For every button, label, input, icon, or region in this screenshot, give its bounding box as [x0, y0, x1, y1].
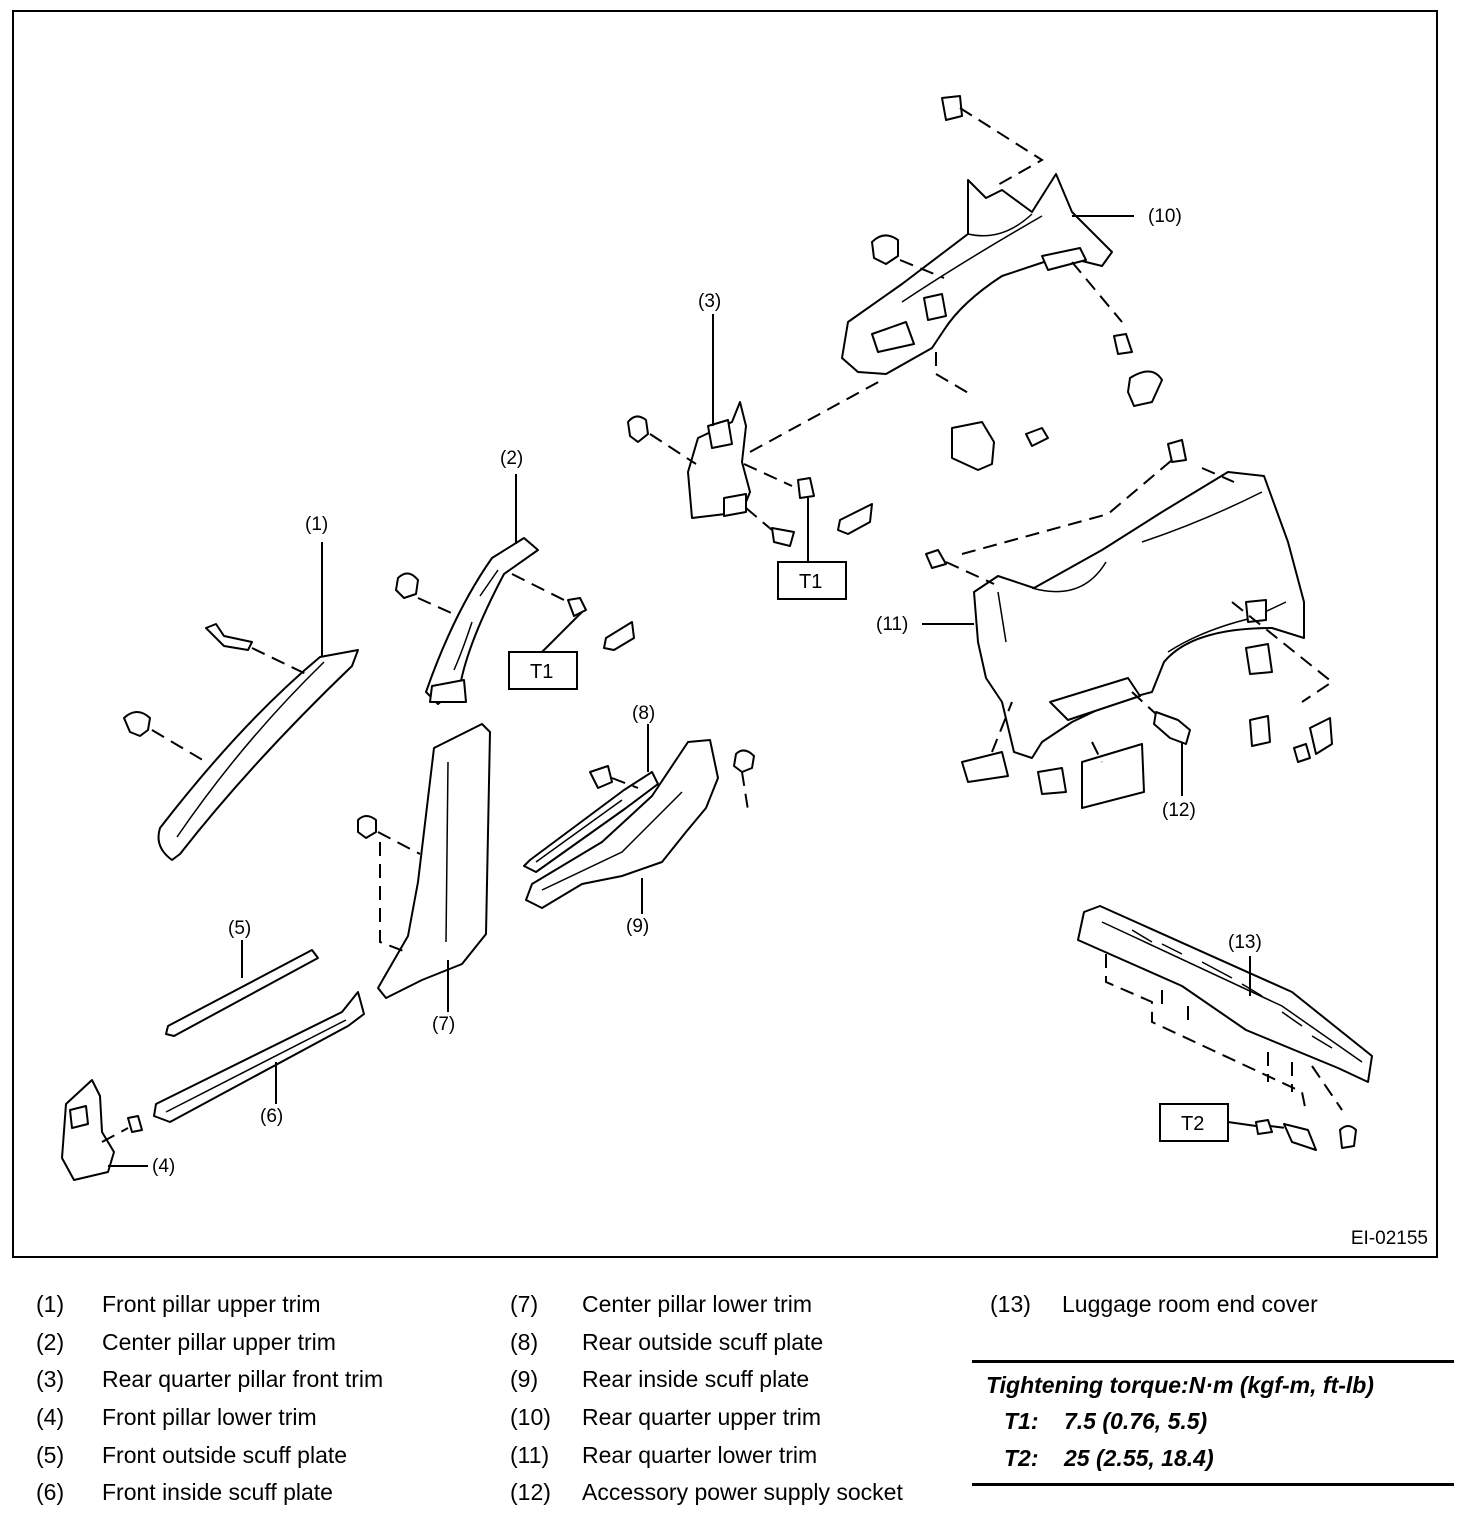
callout-7: (7): [432, 1014, 455, 1035]
callout-8: (8): [632, 703, 655, 724]
diagram-frame: (1) (2) T1: [12, 10, 1438, 1258]
callout-12: (12): [1162, 800, 1196, 821]
part-accessory-power-supply-socket: (12): [1131, 691, 1196, 821]
legend-item: (11) Rear quarter lower trim: [510, 1436, 903, 1474]
torque-box-t1-rear: T1: [777, 498, 847, 600]
legend-item-name: Accessory power supply socket: [582, 1479, 903, 1506]
torque-key: T2:: [1004, 1445, 1039, 1471]
exploded-view-diagram: (1) (2) T1: [61, 95, 1373, 1181]
legend-item: (9) Rear inside scuff plate: [510, 1361, 903, 1399]
svg-text:T1: T1: [530, 661, 553, 683]
legend-column-3: (13) Luggage room end cover: [990, 1286, 1318, 1324]
legend-item-number: (9): [510, 1366, 539, 1393]
legend-item-name: Front pillar lower trim: [102, 1404, 317, 1431]
legend-item-number: (10): [510, 1404, 551, 1431]
callout-13: (13): [1228, 932, 1262, 953]
legend-item: (12) Accessory power supply socket: [510, 1474, 903, 1512]
torque-title: Tightening torque:N·m (kgf-m, ft-lb): [986, 1372, 1374, 1398]
part-rear-outside-scuff-plate: (8): [523, 703, 659, 873]
legend-item-number: (11): [510, 1441, 550, 1468]
part-rear-quarter-pillar-front-trim: (3): [627, 291, 883, 547]
legend-item-name: Front inside scuff plate: [102, 1479, 333, 1506]
legend-item-number: (2): [36, 1328, 65, 1355]
drawing-id: EI-02155: [1350, 1228, 1428, 1249]
legend-item-number: (12): [510, 1479, 551, 1506]
part-center-pillar-lower-trim: (7): [357, 723, 491, 1035]
callout-2: (2): [500, 448, 523, 469]
legend-item-number: (6): [36, 1479, 65, 1506]
legend-column-1: (1) Front pillar upper trim (2) Center pill…: [36, 1286, 383, 1512]
legend-item-number: (13): [990, 1291, 1031, 1318]
part-front-inside-scuff-plate: (6): [153, 991, 365, 1127]
legend-item-name: Rear outside scuff plate: [582, 1328, 824, 1355]
torque-key: T1:: [1004, 1408, 1039, 1434]
callout-5: (5): [228, 918, 251, 939]
part-front-pillar-upper-trim: (1): [123, 514, 359, 861]
legend-item: (1) Front pillar upper trim: [36, 1286, 383, 1324]
legend-item-name: Center pillar upper trim: [102, 1328, 336, 1355]
part-rear-inside-scuff-plate: (9): [525, 739, 755, 937]
torque-box-t2: T2: [1159, 1103, 1257, 1142]
legend-item: (10) Rear quarter upper trim: [510, 1399, 903, 1437]
callout-6: (6): [260, 1106, 283, 1127]
legend-item-name: Luggage room end cover: [1062, 1291, 1318, 1318]
torque-row: T2: 25 (2.55, 18.4): [972, 1440, 1454, 1477]
part-center-pillar-upper-trim: (2): [395, 448, 635, 705]
callout-3: (3): [698, 291, 721, 312]
torque-box-t1-center: T1: [508, 611, 583, 690]
legend-item-number: (7): [510, 1291, 539, 1318]
torque-value: 25 (2.55, 18.4): [1064, 1445, 1214, 1471]
legend-column-2: (7) Center pillar lower trim (8) Rear outsi…: [510, 1286, 903, 1512]
legend-item: (4) Front pillar lower trim: [36, 1399, 383, 1437]
part-rear-quarter-upper-trim: (10): [841, 95, 1182, 471]
legend-item-name: Rear inside scuff plate: [582, 1366, 810, 1393]
legend-item-number: (5): [36, 1441, 65, 1468]
svg-text:T2: T2: [1181, 1113, 1204, 1135]
legend-item-name: Front pillar upper trim: [102, 1291, 321, 1318]
legend-item-number: (8): [510, 1328, 539, 1355]
callout-4: (4): [152, 1156, 175, 1177]
legend-item: (7) Center pillar lower trim: [510, 1286, 903, 1324]
part-luggage-room-end-cover: (13): [1077, 905, 1373, 1151]
legend-item-name: Front outside scuff plate: [102, 1441, 348, 1468]
legend-item-name: Rear quarter pillar front trim: [102, 1366, 384, 1393]
torque-specification: Tightening torque:N·m (kgf-m, ft-lb) T1:…: [972, 1360, 1454, 1486]
legend-item-name: Rear quarter lower trim: [582, 1441, 818, 1468]
legend-item-name: Center pillar lower trim: [582, 1291, 813, 1318]
legend-item: (6) Front inside scuff plate: [36, 1474, 383, 1512]
callout-11: (11): [876, 614, 908, 635]
legend-item-number: (3): [36, 1366, 65, 1393]
legend-item: (2) Center pillar upper trim: [36, 1324, 383, 1362]
legend-item-number: (1): [36, 1291, 65, 1318]
torque-row: T1: 7.5 (0.76, 5.5): [972, 1403, 1454, 1440]
callout-10: (10): [1148, 206, 1182, 227]
svg-text:T1: T1: [799, 571, 822, 593]
part-front-outside-scuff-plate: (5): [165, 918, 319, 1037]
callout-9: (9): [626, 916, 649, 937]
callout-1: (1): [305, 514, 328, 535]
legend-item: (3) Rear quarter pillar front trim: [36, 1361, 383, 1399]
legend-item: (5) Front outside scuff plate: [36, 1436, 383, 1474]
torque-value: 7.5 (0.76, 5.5): [1064, 1408, 1208, 1434]
part-rear-quarter-lower-trim: (11): [876, 439, 1334, 809]
legend-item: (8) Rear outside scuff plate: [510, 1324, 903, 1362]
legend-item: (13) Luggage room end cover: [990, 1286, 1318, 1324]
part-front-pillar-lower-trim: (4): [61, 1079, 175, 1181]
legend-item-number: (4): [36, 1404, 65, 1431]
legend-item-name: Rear quarter upper trim: [582, 1404, 822, 1431]
